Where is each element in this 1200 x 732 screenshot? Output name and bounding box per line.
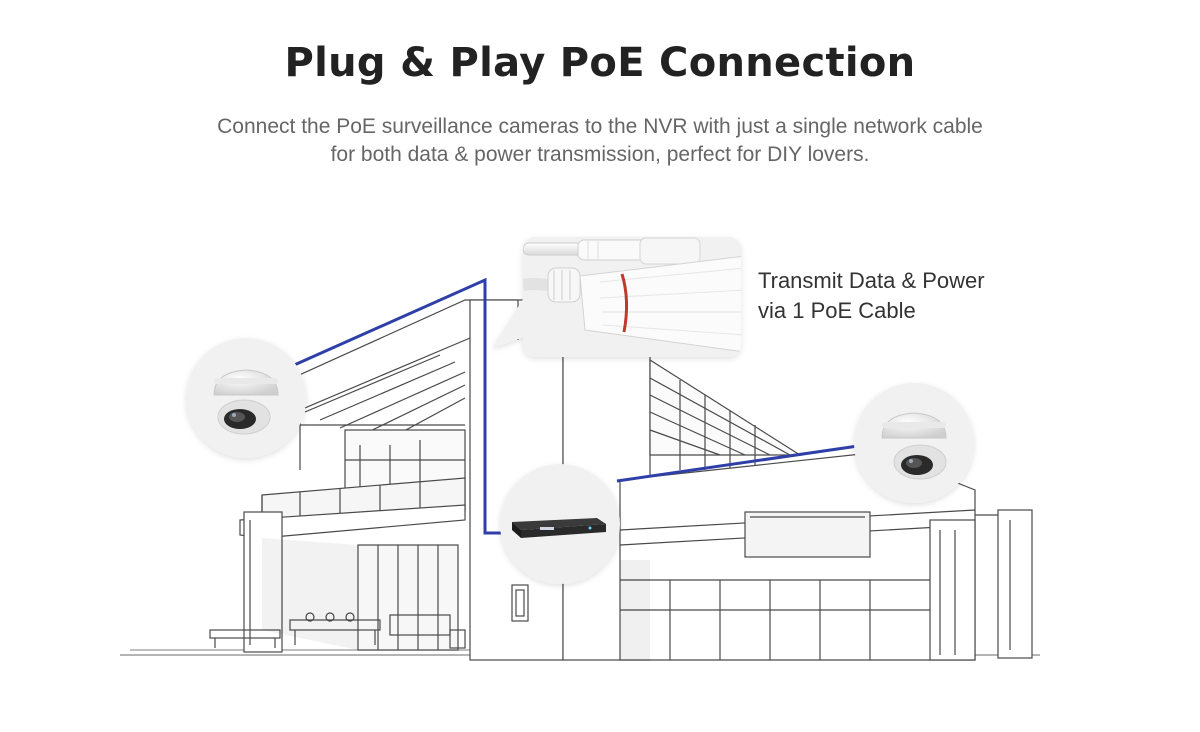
right-camera — [881, 412, 947, 480]
page-title: Plug & Play PoE Connection — [284, 40, 916, 86]
poe-callout-text: Transmit Data & Power via 1 PoE Cable — [758, 266, 985, 326]
shadow-patch-right — [620, 560, 650, 660]
callout-line-1: Transmit Data & Power — [758, 268, 985, 293]
cable-zoom-image — [523, 237, 741, 353]
callout-line-2: via 1 PoE Cable — [758, 298, 916, 323]
nvr-device — [512, 518, 606, 538]
subtitle-line-2: for both data & power transmission, perf… — [330, 143, 870, 166]
left-camera — [213, 369, 279, 435]
dome-camera-icon-right — [854, 383, 974, 503]
poe-cable-lines — [291, 277, 859, 535]
shadow-patch — [262, 538, 358, 650]
page-subtitle: Connect the PoE surveillance cameras to … — [190, 113, 1010, 169]
dome-camera-icon — [186, 338, 306, 458]
subtitle-line-1: Connect the PoE surveillance cameras to … — [217, 115, 983, 138]
